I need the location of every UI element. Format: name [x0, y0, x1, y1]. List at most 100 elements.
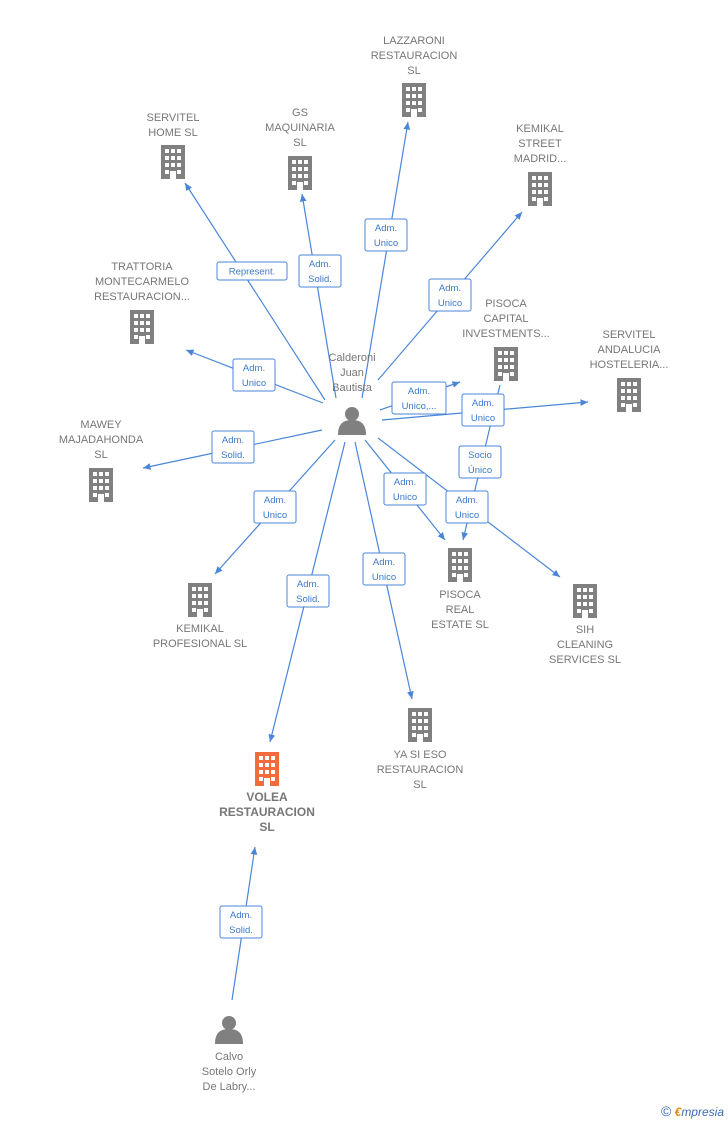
node-label-line: ESTATE SL: [431, 619, 489, 631]
role-label-box: [458, 445, 502, 479]
role-label-text: Unico: [438, 298, 462, 309]
role-label-box: [232, 358, 276, 392]
role-label-text: Solid.: [296, 594, 320, 605]
node-label-line: PISOCA: [485, 298, 527, 310]
node-servitel-home[interactable]: SERVITEL HOME SL: [147, 112, 200, 179]
node-gs-maquinaria[interactable]: GS MAQUINARIA SL: [265, 107, 335, 190]
e-lazzaroni-role-label[interactable]: Adm.Unico: [364, 218, 408, 252]
e-ya-si-eso-role-label[interactable]: Adm.Unico: [362, 552, 406, 586]
e-trattoria-role-label[interactable]: Adm.Unico: [232, 358, 276, 392]
e-servitel-andalucia-role-label[interactable]: Adm.Unico: [461, 393, 505, 427]
e-mawey-role-label[interactable]: Adm.Solid.: [211, 430, 255, 464]
role-label-text: Adm.: [408, 386, 430, 397]
e-pisoca-real-role-label[interactable]: Adm.Unico: [383, 472, 427, 506]
node-label-line: SL: [407, 65, 420, 77]
node-label-line: RESTAURACION: [377, 764, 464, 776]
building-icon: [288, 156, 312, 190]
e-kemikal-prof-role-label[interactable]: Adm.Unico: [253, 490, 297, 524]
node-label-line: CAPITAL: [483, 313, 528, 325]
role-label-text: Represent.: [229, 267, 275, 278]
role-label-box: [253, 490, 297, 524]
node-label-line: INVESTMENTS...: [462, 328, 549, 340]
node-pisoca-capital[interactable]: PISOCA CAPITAL INVESTMENTS...: [462, 298, 550, 381]
node-label-line: STREET: [518, 138, 562, 150]
node-label-line: De Labry...: [203, 1081, 256, 1093]
role-label-text: Adm.: [375, 223, 397, 234]
role-label-text: Unico: [242, 378, 266, 389]
role-label-text: Adm.: [230, 910, 252, 921]
e-pisoca-capital-role-label[interactable]: Adm.Unico,...: [391, 381, 447, 415]
building-icon: [573, 584, 597, 618]
e-lazzaroni-connector: [361, 121, 411, 399]
node-label-line: SERVITEL: [147, 112, 200, 124]
node-label-line: KEMIKAL: [516, 123, 564, 135]
e-volea-role-label[interactable]: Adm.Solid.: [286, 574, 330, 608]
role-label-text: Solid.: [221, 450, 245, 461]
role-label-text: Unico: [372, 572, 396, 583]
e-gs-role-label[interactable]: Adm.Solid.: [298, 254, 342, 288]
building-icon: [130, 310, 154, 344]
person-icon: [338, 407, 366, 435]
node-label-line: MONTECARMELO: [95, 276, 190, 288]
node-label-line: SL: [293, 137, 306, 149]
role-label-box: [391, 381, 447, 415]
building-icon: [89, 468, 113, 502]
node-kemikal-street[interactable]: KEMIKALSTREETMADRID...: [514, 123, 567, 206]
role-label-box: [461, 393, 505, 427]
role-label-box: [383, 472, 427, 506]
role-label-text: Adm.: [264, 495, 286, 506]
role-label-text: Adm.: [439, 283, 461, 294]
node-label-line: MAQUINARIA: [265, 122, 335, 134]
node-label-line: TRATTORIA: [111, 261, 173, 273]
building-icon: [188, 583, 212, 617]
node-label-line: Bautista: [332, 382, 373, 394]
node-servitel-andalucia[interactable]: SERVITELANDALUCIAHOSTELERIA...: [590, 329, 669, 412]
e-sih-role-label[interactable]: Adm.Unico: [445, 490, 489, 524]
node-label-line: MAWEY: [80, 419, 122, 431]
e-servitel-home-role-label[interactable]: Represent.: [216, 261, 288, 281]
role-label-text: Adm.: [394, 477, 416, 488]
e-servitel-home-connector: [184, 182, 326, 401]
building-icon: [617, 378, 641, 412]
node-label-line: YA SI ESO: [394, 749, 447, 761]
node-label-line: SIH: [576, 624, 594, 636]
role-label-text: Adm.: [472, 398, 494, 409]
node-trattoria[interactable]: TRATTORIA MONTECARMELO RESTAURACION...: [94, 261, 190, 344]
e-calvo-role-label[interactable]: Adm. Solid.: [219, 905, 263, 939]
node-label-line: RESTAURACION: [219, 805, 315, 819]
node-ya-si-eso[interactable]: YA SI ESO RESTAURACION SL: [377, 708, 464, 791]
e-gs-connector: [299, 193, 337, 399]
person-icon: [215, 1016, 243, 1044]
node-label-line: SL: [259, 820, 274, 834]
node-label-line: RESTAURACION: [371, 50, 458, 62]
node-label-line: HOME SL: [148, 127, 198, 139]
role-label-box: [362, 552, 406, 586]
building-icon: [402, 83, 426, 117]
e-kemikal-street-role-label[interactable]: Adm. Unico: [428, 278, 472, 312]
footer-brand: © €mpresia: [661, 1103, 724, 1119]
role-label-box: [216, 261, 288, 281]
role-label-text: Solid.: [229, 925, 253, 936]
node-label-line: RESTAURACION...: [94, 291, 190, 303]
building-icon: [494, 347, 518, 381]
role-label-text: Adm.: [456, 495, 478, 506]
node-label-line: Juan: [340, 367, 364, 379]
node-label-line: REAL: [446, 604, 475, 616]
node-label-line: GS: [292, 107, 308, 119]
role-label-box: [428, 278, 472, 312]
node-label-line: Calvo: [215, 1051, 243, 1063]
node-pisoca-real[interactable]: PISOCA REAL ESTATE SL: [431, 548, 489, 631]
node-label-line: PISOCA: [439, 589, 481, 601]
node-label-line: KEMIKAL: [176, 623, 224, 635]
node-label-line: SL: [413, 779, 426, 791]
role-label-text: Único: [468, 465, 492, 476]
